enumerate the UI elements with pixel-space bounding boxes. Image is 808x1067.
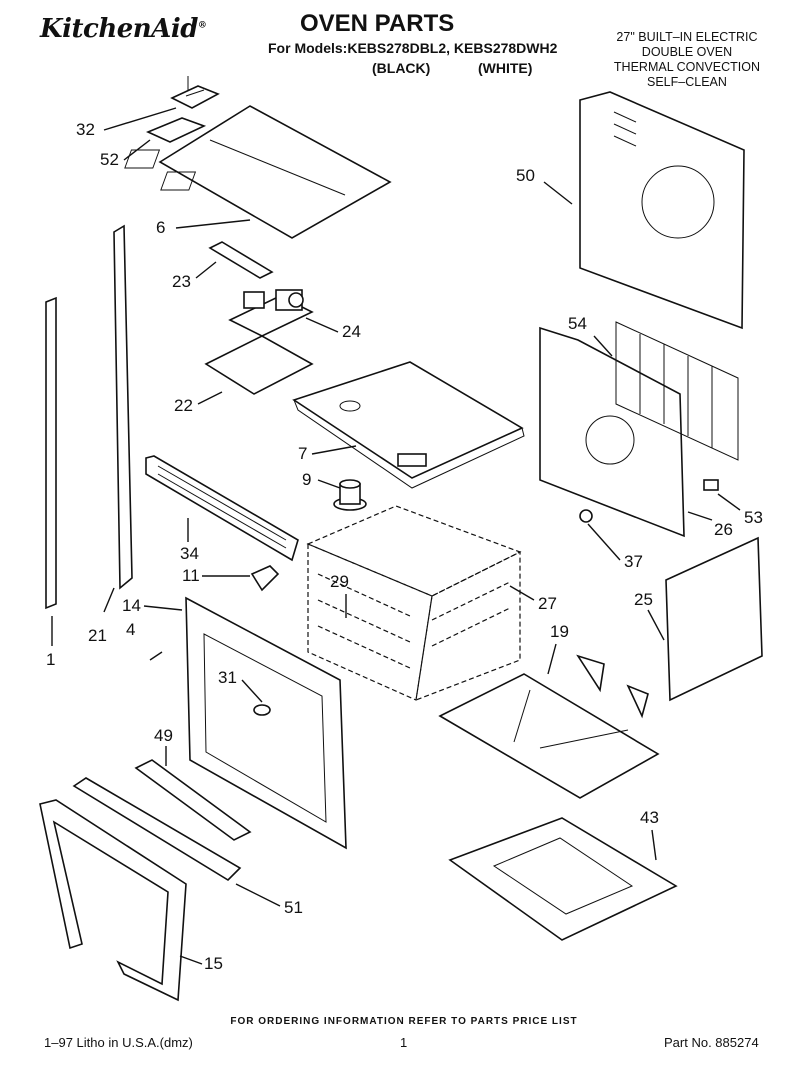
callout-34: 34	[180, 544, 199, 563]
part-27-oven-cavity	[306, 505, 522, 701]
page-title: OVEN PARTS	[300, 10, 455, 37]
part-11-sensor	[250, 565, 280, 592]
callout-26: 26	[714, 520, 733, 539]
callout-24: 24	[342, 322, 361, 341]
callout-51: 51	[284, 898, 303, 917]
description-line: THERMAL CONVECTION	[613, 60, 760, 74]
part-number: Part No. 885274	[664, 1035, 759, 1050]
callout-15: 15	[204, 954, 223, 973]
callout-27: 27	[538, 594, 557, 613]
brand-logo: KitchenAid®	[40, 14, 207, 44]
callout-22: 22	[174, 396, 193, 415]
callout-9: 9	[302, 470, 312, 489]
part-22-plate	[204, 335, 314, 395]
description-line: SELF–CLEAN	[647, 75, 727, 89]
part-25-back-panel	[665, 536, 763, 702]
callout-37: 37	[624, 552, 643, 571]
part-15-gasket	[39, 799, 187, 1002]
model-numbers: For Models:KEBS278DBL2, KEBS278DWH2	[268, 40, 558, 56]
callout-43: 43	[640, 808, 659, 827]
variant-black: (BLACK)	[372, 60, 431, 76]
part-37-element	[579, 509, 593, 523]
callout-32: 32	[76, 120, 95, 139]
description-line: DOUBLE OVEN	[641, 45, 733, 59]
callout-31: 31	[218, 668, 237, 687]
part-49-trim	[134, 759, 252, 841]
callout-21: 21	[88, 626, 107, 645]
part-31-knob	[253, 704, 271, 716]
part-1-trim	[45, 296, 57, 610]
callout-6: 6	[156, 218, 166, 237]
part-54-rear-wall	[539, 326, 685, 538]
callout-4: 4	[126, 620, 136, 639]
ordering-note: FOR ORDERING INFORMATION REFER TO PARTS …	[230, 1016, 578, 1027]
callout-50: 50	[516, 166, 535, 185]
part-52-plate	[145, 117, 207, 143]
callout-19: 19	[550, 622, 569, 641]
part-43-drawer	[448, 817, 678, 941]
callout-14: 14	[122, 596, 141, 615]
part-14-front-frame	[185, 596, 347, 850]
variant-white: (WHITE)	[478, 60, 533, 76]
part-9-motor	[333, 479, 367, 511]
part-50-rear-cover	[579, 91, 745, 330]
part-32-bracket	[170, 76, 220, 109]
callout-53: 53	[744, 508, 763, 527]
callout-7: 7	[298, 444, 308, 463]
callout-25: 25	[634, 590, 653, 609]
litho-note: 1–97 Litho in U.S.A.(dmz)	[44, 1035, 193, 1050]
callout-leader-lines	[51, 107, 741, 965]
part-53-clip	[703, 479, 719, 491]
part-19-bottom-panel	[438, 654, 660, 799]
part-21-side-trim	[113, 224, 133, 590]
callout-49: 49	[154, 726, 173, 745]
part-34-vent	[145, 455, 299, 562]
part-4-screw	[149, 651, 163, 661]
part-6-top-panel	[124, 105, 392, 239]
part-23-bracket	[208, 241, 274, 279]
callout-11: 11	[182, 566, 200, 585]
callout-52: 52	[100, 150, 119, 169]
callout-1: 1	[46, 650, 56, 669]
convection-heater-grid	[615, 321, 739, 461]
part-7-tray	[292, 361, 525, 489]
callout-29: 29	[330, 572, 349, 591]
callout-23: 23	[172, 272, 191, 291]
part-24-switch-assembly	[228, 289, 314, 337]
callout-54: 54	[568, 314, 587, 333]
product-description: 27" BUILT–IN ELECTRIC DOUBLE OVEN THERMA…	[614, 30, 760, 90]
part-51-trim	[72, 777, 242, 882]
page-number: 1	[400, 1035, 408, 1050]
description-line: 27" BUILT–IN ELECTRIC	[616, 30, 758, 44]
